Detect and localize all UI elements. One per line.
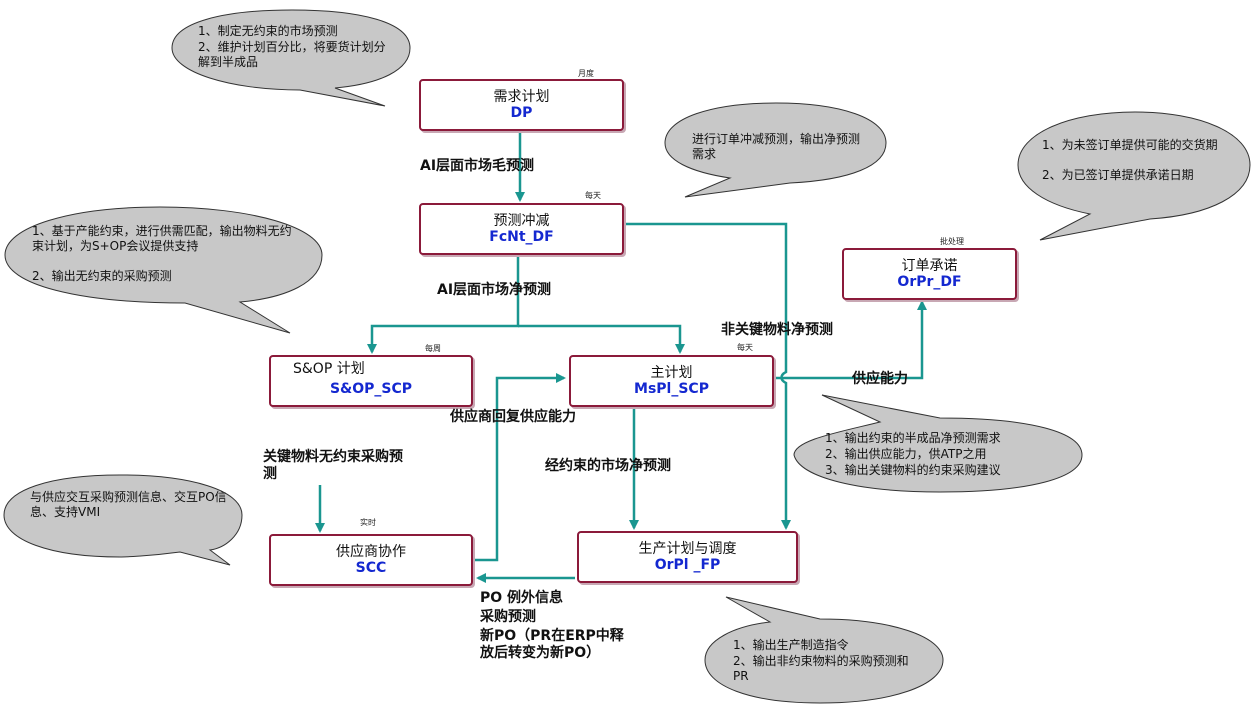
- node-sop[interactable]: S&OP 计划 S&OP_SCP: [269, 355, 473, 407]
- node-code: SCC: [355, 560, 387, 576]
- label-ai-net-forecast: AI层面市场净预测: [437, 282, 552, 298]
- node-title: 需求计划: [493, 89, 550, 105]
- callout-bubble-orpr: [1017, 111, 1251, 241]
- freq-label-mspl: 每天: [737, 343, 753, 352]
- callout-text-scc: 与供应交互采购预测信息、交互PO信息、支持VMI: [30, 490, 227, 519]
- label-purchase-forecast: 采购预测: [480, 609, 536, 625]
- callout-bubble-mspl: [793, 394, 1083, 493]
- label-supply-capacity: 供应能力: [852, 371, 908, 387]
- label-supplier-reply: 供应商回复供应能力: [450, 409, 576, 425]
- arrow-fcnt-to-split: [367, 256, 520, 354]
- callout-text-mspl-2: 2、输出供应能力，供ATP之用: [825, 447, 987, 461]
- callout-text-fcnt: 进行订单冲减预测，输出净预测需求: [692, 132, 861, 161]
- node-title: S&OP 计划: [293, 361, 365, 377]
- node-code: DP: [510, 105, 533, 121]
- arrow-mspl-to-orpr: [775, 300, 927, 380]
- node-orpl[interactable]: 生产计划与调度 OrPl _FP: [577, 531, 798, 583]
- callout-text-orpl-1: 1、输出生产制造指令: [733, 638, 849, 652]
- node-code: OrPl _FP: [654, 557, 721, 573]
- node-title: 主计划: [650, 365, 693, 381]
- label-ai-gross-forecast: AI层面市场毛预测: [420, 158, 535, 174]
- callout-bubble-dp: [171, 9, 411, 107]
- node-code: FcNt_DF: [489, 229, 554, 245]
- freq-label-sop: 每周: [425, 344, 441, 353]
- label-non-key-net-forecast: 非关键物料净预测: [721, 322, 833, 338]
- arrow-split-to-mspl: [518, 324, 685, 354]
- freq-label-orpr: 批处理: [940, 237, 964, 246]
- callout-text-dp-2: 2、维护计划百分比，将要货计划分解到半成品: [198, 40, 386, 69]
- callout-text-dp-1: 1、制定无约束的市场预测: [198, 24, 338, 38]
- label-new-po: 新PO（PR在ERP中释放后转变为新PO）: [480, 628, 624, 661]
- callout-bubble-orpl: [704, 596, 944, 704]
- freq-label-dp: 月度: [578, 69, 594, 78]
- freq-label-fcnt: 每天: [585, 191, 601, 200]
- callout-text-orpl-2: 2、输出非约束物料的采购预测和PR: [733, 654, 909, 683]
- node-scc[interactable]: 供应商协作 SCC: [269, 534, 473, 586]
- callout-text-mspl-1: 1、输出约束的半成品净预测需求: [825, 431, 1001, 445]
- node-code: S&OP_SCP: [329, 381, 413, 397]
- callout-text-orpr-2: 2、为已签订单提供承诺日期: [1042, 168, 1194, 182]
- node-orpr[interactable]: 订单承诺 OrPr_DF: [842, 248, 1017, 300]
- callout-bubble-fcnt: [664, 102, 887, 198]
- label-constrained-net: 经约束的市场净预测: [545, 458, 671, 474]
- callout-text-sop-2: 2、输出无约束的采购预测: [32, 269, 172, 283]
- node-title: 订单承诺: [901, 258, 958, 274]
- node-mspl[interactable]: 主计划 MsPl_SCP: [569, 355, 774, 407]
- label-po-exception: PO 例外信息: [480, 590, 564, 606]
- node-dp[interactable]: 需求计划 DP: [419, 79, 624, 131]
- node-title: 生产计划与调度: [638, 541, 737, 557]
- callout-text-orpr-1: 1、为未签订单提供可能的交货期: [1042, 138, 1218, 152]
- callout-text-mspl-3: 3、输出关键物料的约束采购建议: [825, 463, 1001, 477]
- node-title: 预测冲减: [493, 213, 550, 229]
- freq-label-scc: 实时: [360, 518, 376, 527]
- callout-bubble-sop: [4, 206, 323, 334]
- node-title: 供应商协作: [336, 544, 406, 560]
- callout-bubble-scc: [3, 474, 243, 566]
- callout-text-sop-1: 1、基于产能约束，进行供需匹配，输出物料无约束计划，为S+OP会议提供支持: [32, 224, 292, 253]
- node-fcnt[interactable]: 预测冲减 FcNt_DF: [419, 203, 624, 255]
- node-code: MsPl_SCP: [634, 381, 709, 397]
- arrow-scc-to-mspl: [473, 373, 566, 562]
- node-code: OrPr_DF: [897, 274, 962, 290]
- label-key-unconstrained: 关键物料无约束采购预测: [263, 449, 403, 482]
